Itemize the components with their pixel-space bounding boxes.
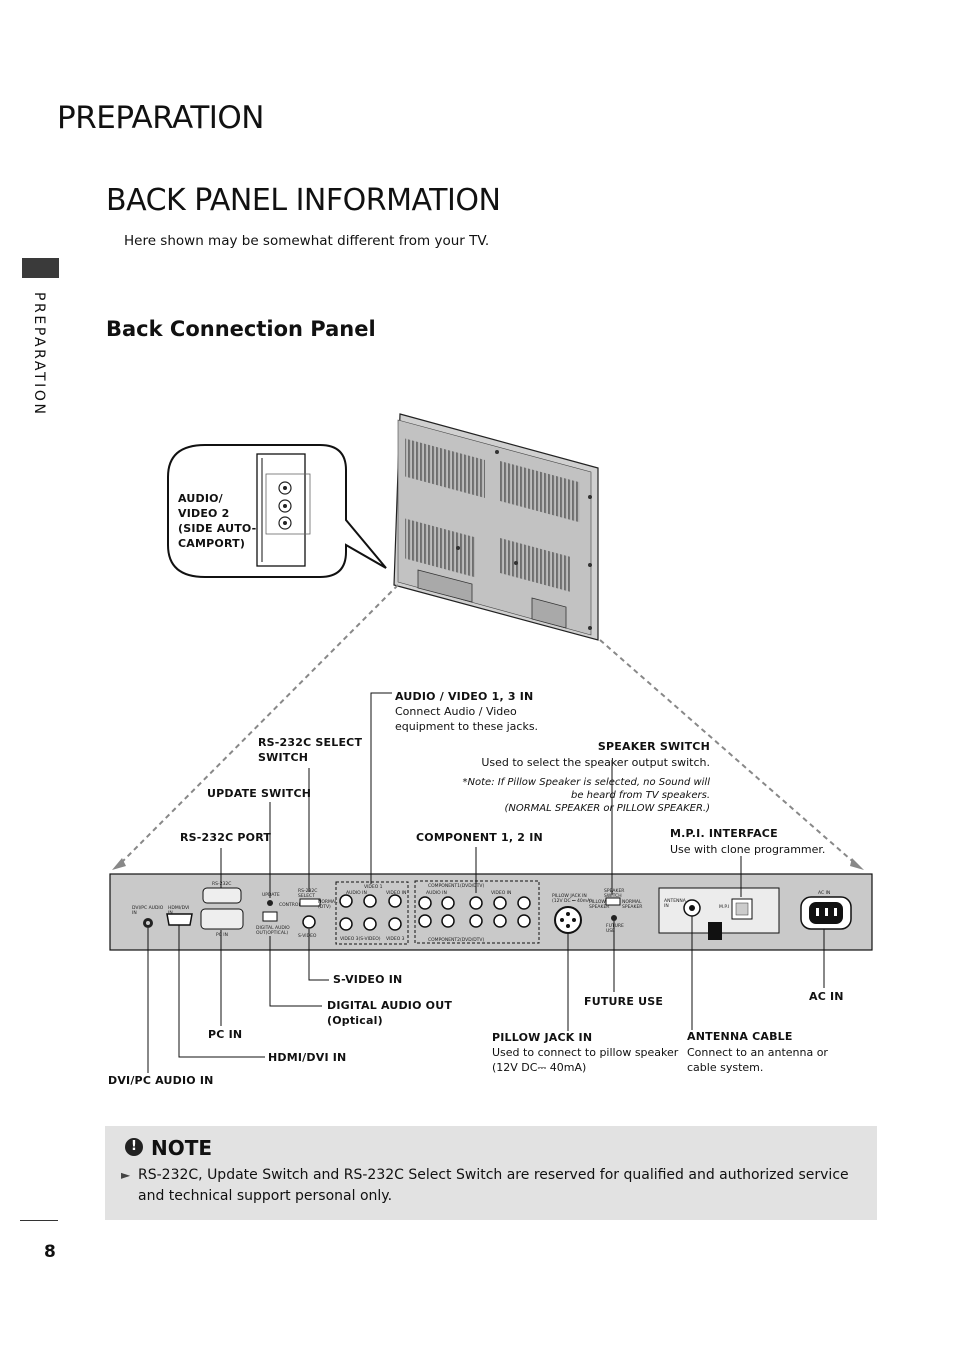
note-title: NOTE [151,1136,213,1160]
projection-lines [117,584,859,867]
note-box [105,1126,877,1220]
speaker-switch-label: SPEAKER SWITCH [597,740,710,753]
panel-video3: VIDEO 3 [386,936,405,942]
exclamation-icon: ! [125,1138,143,1156]
page-title: BACK PANEL INFORMATION [106,183,501,218]
pillow-jack-desc: Used to connect to pillow speaker (12V D… [492,1046,679,1074]
antenna-label: ANTENNA CABLE [687,1030,793,1043]
page-rule [20,1220,58,1221]
page-number: 8 [44,1242,56,1262]
subsection-title: Back Connection Panel [106,317,376,341]
ac-in-label: AC IN [809,990,844,1003]
panel-mpi: M.P.I [719,904,729,910]
panel-update: UPDATE [262,892,280,898]
future-use-label: FUTURE USE [584,995,664,1008]
av13-desc: Connect Audio / Video equipment to these… [395,705,539,733]
side-av-callout [167,444,387,578]
connection-panel [109,873,873,951]
dvi-audio-label: DVI/PC AUDIO IN [108,1074,214,1087]
section-title: PREPARATION [57,100,265,136]
bullet-arrow-icon: ► [121,1168,131,1182]
side-tab-label: PREPARATION [31,292,47,417]
panel-audio-in-1: AUDIO IN [346,890,367,896]
mpi-desc: Use with clone programmer. [670,843,826,856]
component-label: COMPONENT 1, 2 IN [416,831,543,844]
leader-lines [147,692,825,1073]
panel-component-top: COMPONENT1(DVD/DTV) [428,883,485,889]
speaker-note: *Note: If Pillow Speaker is selected, no… [462,777,710,814]
tv-rear-illustration [393,413,599,641]
antenna-desc: Connect to an antenna or cable system. [687,1046,828,1074]
panel-control: CONTROL [279,902,301,908]
hdmi-label: HDMI/DVI IN [268,1051,347,1064]
panel-rs232c: RS-232C [212,881,231,887]
panel-pc-in: PC IN [216,932,228,938]
panel-component-bottom: COMPONENT2(DVD/DTV) [428,937,485,943]
rs232-select-label: RS-232C SELECT SWITCH [258,736,363,764]
note-body: RS-232C, Update Switch and RS-232C Selec… [138,1167,849,1204]
panel-ac-in: AC IN [818,890,830,896]
intro-text: Here shown may be somewhat different fro… [124,233,490,249]
pc-in-label: PC IN [208,1028,243,1041]
svideo-label: S-VIDEO IN [333,973,403,986]
panel-audio-in-2: AUDIO IN [426,890,447,896]
panel-pillow-jack: PILLOW JACK IN(12V DC ⎓ 40mA) [552,893,592,904]
pillow-jack-label: PILLOW JACK IN [492,1031,593,1044]
panel-s-video: S-VIDEO [298,933,317,939]
panel-video-in-2: VIDEO IN [491,890,511,896]
rs232-port-label: RS-232C PORT [180,831,272,844]
mpi-label: M.P.I. INTERFACE [670,827,778,840]
side-tab-marker [22,258,59,278]
panel-video-in-1: VIDEO IN [386,890,406,896]
panel-video3-svideo: VIDEO 3(S-VIDEO) [340,936,381,942]
panel-normal-dtv: NORMAL(DTV) [318,899,338,910]
speaker-switch-desc: Used to select the speaker output switch… [481,756,710,769]
update-switch-label: UPDATE SWITCH [207,787,312,800]
digital-audio-label: DIGITAL AUDIO OUT (Optical) [327,999,453,1027]
av13-label: AUDIO / VIDEO 1, 3 IN [395,690,534,703]
side-av-label: AUDIO/ VIDEO 2 (SIDE AUTO- CAMPORT) [178,492,257,550]
panel-video1: VIDEO 1 [364,884,383,890]
